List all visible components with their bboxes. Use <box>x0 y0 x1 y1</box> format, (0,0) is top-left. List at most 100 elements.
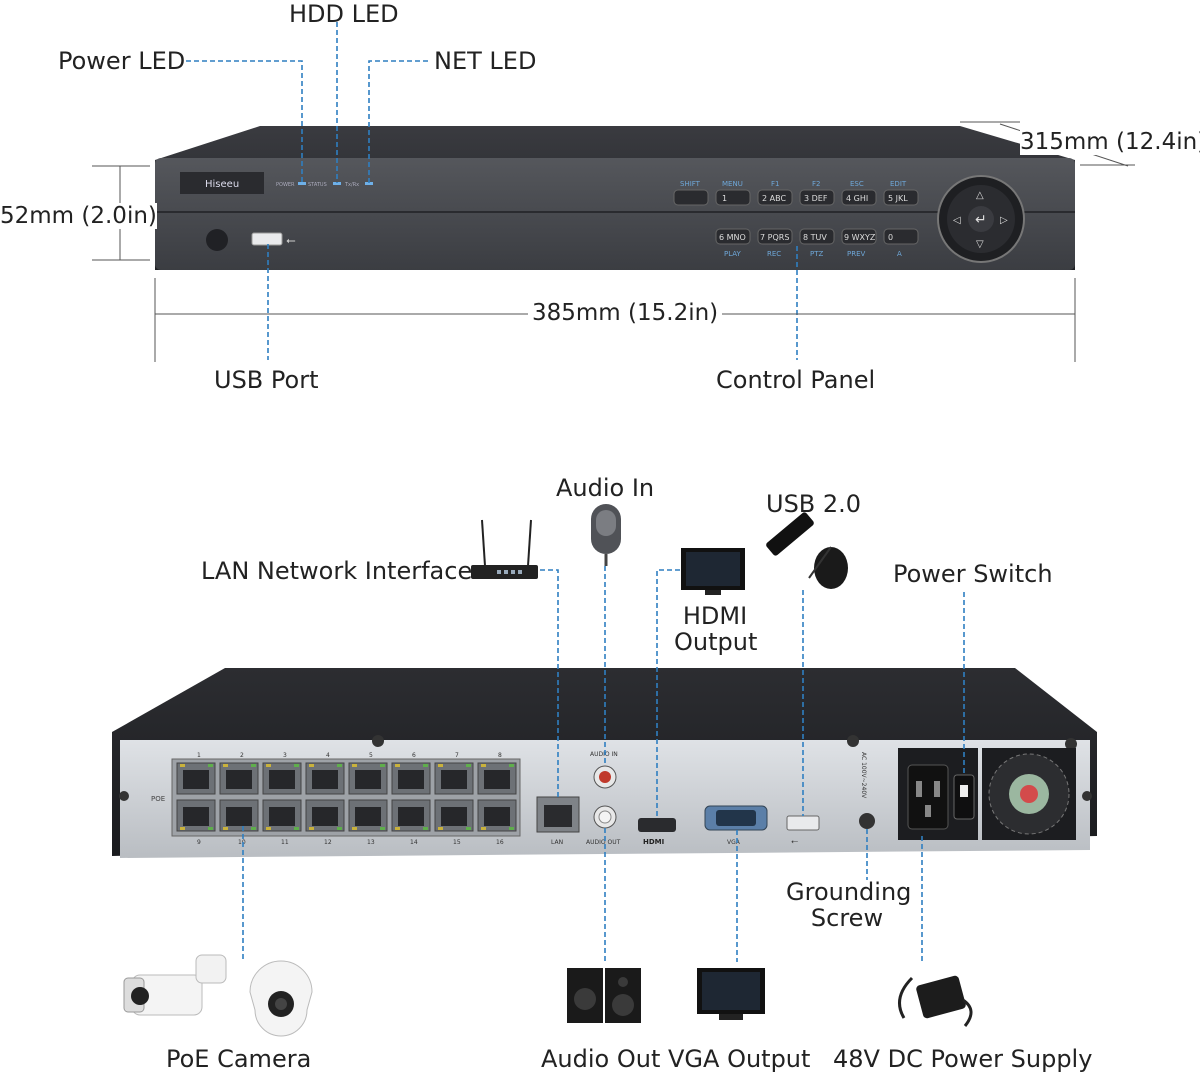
ac-input-label: AC 100V~240V <box>860 752 867 799</box>
poe-port-led <box>223 764 228 767</box>
svg-text:REC: REC <box>767 250 781 258</box>
svg-text:2: 2 <box>240 752 244 759</box>
poe-ports <box>176 762 517 832</box>
poe-port-led <box>337 764 342 767</box>
poe-port-led <box>438 764 443 767</box>
poe-port-socket <box>226 770 252 789</box>
up-arrow-icon: △ <box>976 190 984 201</box>
rear-usb-port <box>786 815 820 831</box>
svg-text:4 GHI: 4 GHI <box>846 194 868 203</box>
poe-port-led <box>509 764 514 767</box>
svg-text:4: 4 <box>326 752 330 759</box>
svg-text:ESC: ESC <box>850 180 864 188</box>
poe-port-led <box>509 827 514 830</box>
poe-port-led <box>466 827 471 830</box>
front-panel <box>155 158 1075 270</box>
height-dimension-label: 52mm (2.0in) <box>0 203 157 229</box>
poe-port-led <box>180 764 185 767</box>
svg-text:0: 0 <box>888 233 893 242</box>
audio-in-jack <box>599 771 611 783</box>
monitor-vga-icon <box>697 968 765 1020</box>
net-led-label: NET LED <box>434 47 537 75</box>
poe-port-socket <box>484 770 510 789</box>
poe-port-led <box>423 827 428 830</box>
poe-port-led <box>309 827 314 830</box>
svg-text:16: 16 <box>496 839 504 846</box>
poe-port-numbers-top: 1 2 3 4 5 6 7 8 <box>197 752 502 759</box>
hdd-led-indicator <box>333 182 341 185</box>
depth-dimension-label: 315mm (12.4in) <box>1020 129 1200 155</box>
svg-text:3 DEF: 3 DEF <box>804 194 828 203</box>
ir-receiver <box>206 229 228 251</box>
svg-text:13: 13 <box>367 839 375 846</box>
monitor-hdmi-icon <box>681 548 745 595</box>
brand-plate <box>180 172 264 194</box>
poe-camera-icon <box>123 954 313 1037</box>
grounding-screw-label-line1: Grounding <box>786 878 912 906</box>
poe-port-socket <box>484 807 510 826</box>
lan-port-label: LAN <box>551 839 563 846</box>
poe-port-led <box>208 764 213 767</box>
led-label-status: STATUS <box>308 182 327 188</box>
svg-text:14: 14 <box>410 839 418 846</box>
poe-port-socket <box>269 770 295 789</box>
poe-port-led <box>481 764 486 767</box>
poe-port-led <box>251 764 256 767</box>
navigation-wheel: ↵ △ ▽ ◁ ▷ <box>937 175 1025 263</box>
poe-port-socket <box>312 770 338 789</box>
grounding-screw-label: Grounding Screw <box>786 878 912 931</box>
poe-port-led <box>337 827 342 830</box>
rear-screw-right <box>1082 791 1092 801</box>
usb-port-symbol-icon: ⭠ <box>791 837 798 847</box>
poe-port-led <box>223 827 228 830</box>
usb-drive-mouse-icon <box>766 512 848 589</box>
poe-port-socket <box>269 807 295 826</box>
svg-text:8 TUV: 8 TUV <box>803 233 827 242</box>
hdmi-port <box>638 818 676 832</box>
svg-text:15: 15 <box>453 839 461 846</box>
audio-out-label: Audio Out <box>541 1045 661 1073</box>
vga-port-label: VGA <box>727 839 741 846</box>
svg-text:MENU: MENU <box>722 180 743 188</box>
poe-label: POE <box>151 795 165 803</box>
audio-out-port-label: AUDIO OUT <box>586 839 621 846</box>
power-switch-label: Power Switch <box>893 560 1053 588</box>
poe-port-socket <box>226 807 252 826</box>
rear-screw-left <box>119 791 129 801</box>
bottom-key-labels: PLAY REC PTZ PREV A <box>724 250 902 258</box>
keypad-row-1: 1 2 ABC 3 DEF 4 GHI 5 JKL <box>673 189 919 206</box>
power-supply-label: 48V DC Power Supply <box>833 1045 1093 1073</box>
width-dimension-label: 385mm (15.2in) <box>528 300 723 326</box>
poe-port-socket <box>355 770 381 789</box>
svg-text:7 PQRS: 7 PQRS <box>760 233 789 242</box>
svg-text:9: 9 <box>197 839 201 846</box>
poe-port-socket <box>312 807 338 826</box>
svg-text:6 MNO: 6 MNO <box>719 233 746 242</box>
poe-port-socket <box>441 770 467 789</box>
nvr-rear-view: POE 1 2 3 4 5 6 7 8 9 10 11 12 13 14 15 … <box>112 668 1097 858</box>
poe-port-led <box>380 827 385 830</box>
svg-text:10: 10 <box>238 839 246 846</box>
svg-text:7: 7 <box>455 752 459 759</box>
svg-text:F2: F2 <box>812 180 820 188</box>
nvr-front-view: Hiseeu POWER STATUS Tx/Rx ⭠ SHIFT MENU F… <box>155 126 1075 270</box>
power-led-label: Power LED <box>58 47 186 75</box>
svg-text:PLAY: PLAY <box>724 250 742 258</box>
rear-leader-lines <box>242 566 965 962</box>
hdmi-port-label: HDMI <box>643 838 664 846</box>
svg-text:11: 11 <box>281 839 289 846</box>
hdmi-output-label-line2: Output <box>674 628 758 656</box>
audio-in-label: Audio In <box>556 474 655 502</box>
grounding-screw <box>859 813 875 829</box>
svg-text:2 ABC: 2 ABC <box>762 194 786 203</box>
poe-port-led <box>180 827 185 830</box>
net-led-indicator <box>365 182 373 185</box>
led-label-txrx: Tx/Rx <box>344 182 359 188</box>
poe-port-socket <box>183 807 209 826</box>
led-label-power: POWER <box>276 182 295 188</box>
poe-port-led <box>266 764 271 767</box>
router-icon <box>471 519 538 579</box>
microphone-icon <box>591 504 621 566</box>
poe-port-led <box>438 827 443 830</box>
